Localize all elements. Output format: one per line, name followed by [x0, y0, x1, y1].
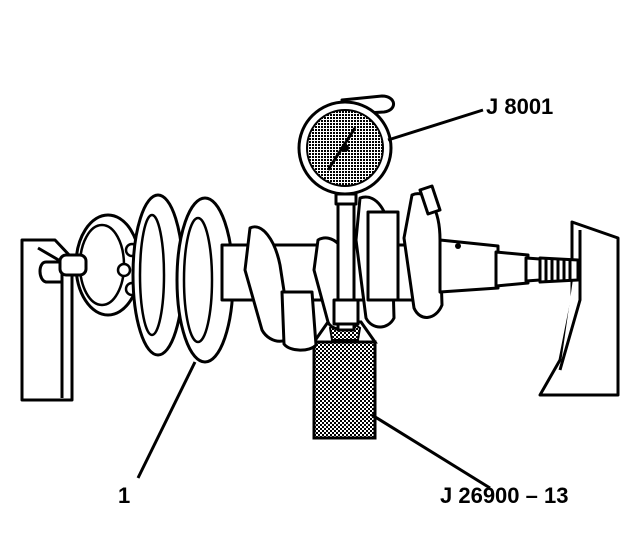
label-part-1: 1 — [118, 483, 130, 508]
dial-indicator — [297, 94, 395, 332]
thread-marks — [544, 258, 572, 282]
v-block — [311, 316, 378, 440]
leader-dial-indicator — [387, 108, 484, 142]
label-v-block: J 26900 – 13 — [440, 483, 568, 508]
crankshaft — [58, 184, 580, 364]
right-support-stand — [538, 220, 620, 397]
label-dial-indicator: J 8001 — [486, 94, 553, 119]
leader-part-1 — [136, 361, 197, 479]
leader-v-block — [371, 413, 491, 490]
